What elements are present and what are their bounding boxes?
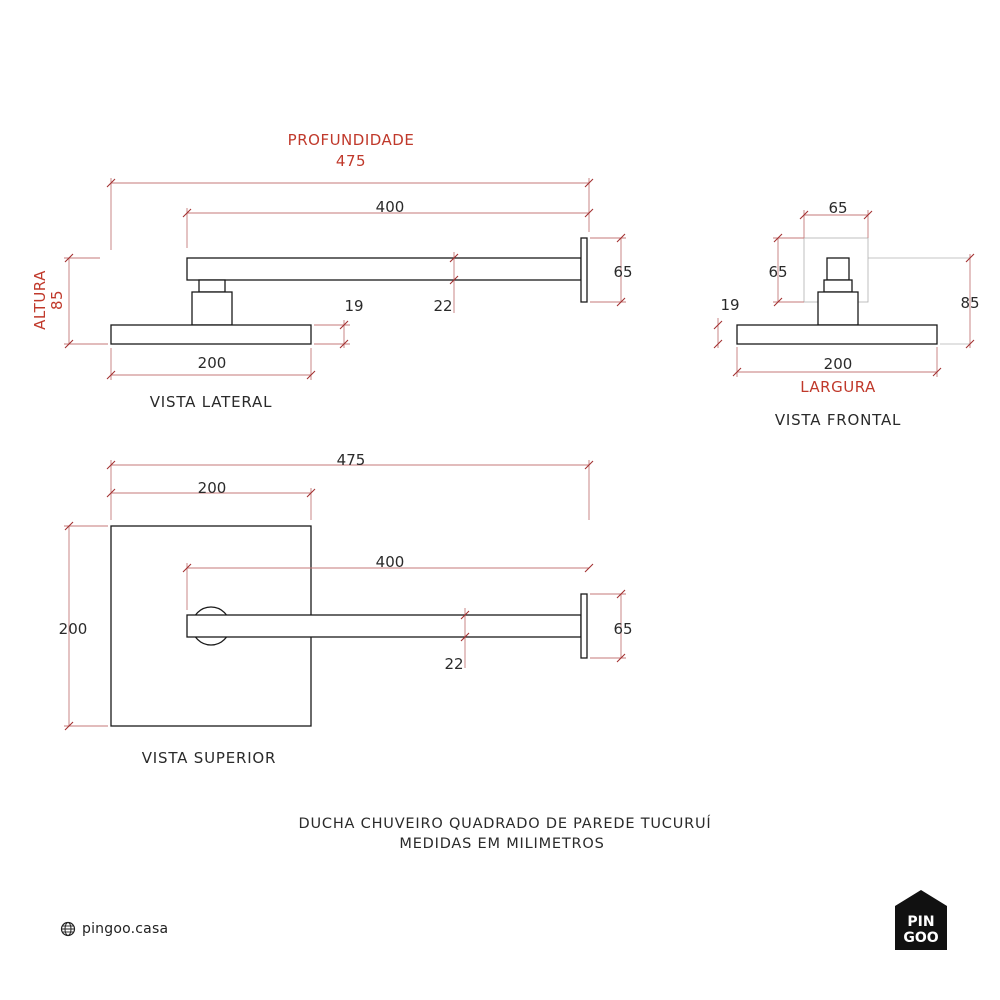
- drawing-units: MEDIDAS EM MILIMETROS: [399, 836, 604, 852]
- drawing-title: DUCHA CHUVEIRO QUADRADO DE PAREDE TUCURU…: [299, 815, 712, 832]
- top-flange-height: 65: [613, 620, 632, 638]
- depth-label: PROFUNDIDADE: [288, 131, 415, 149]
- front-view: 65 65 19 85 200 LARGURA VISTA FRONTAL: [713, 199, 980, 429]
- top-arm-length: 400: [376, 553, 405, 571]
- top-wall-flange: [580, 593, 588, 659]
- side-arm-length: 400: [376, 198, 405, 216]
- front-plate-thickness: 19: [720, 296, 739, 314]
- top-view: 475 200 400 22 65: [59, 451, 633, 767]
- front-view-title: VISTA FRONTAL: [775, 411, 901, 429]
- website-text: pingoo.casa: [82, 921, 169, 937]
- front-ball-joint: [823, 279, 853, 293]
- globe-icon: [60, 921, 76, 937]
- side-view-title: VISTA LATERAL: [150, 393, 273, 411]
- front-shower-plate: [736, 324, 938, 345]
- pingoo-logo: PIN GOO: [895, 890, 947, 950]
- logo-text-top: PIN: [907, 914, 934, 930]
- top-total-depth: 475: [337, 451, 366, 469]
- top-view-title: VISTA SUPERIOR: [142, 749, 277, 767]
- side-arm-diameter: 22: [433, 297, 452, 315]
- side-arm: [186, 257, 582, 281]
- side-connector: [191, 291, 233, 326]
- depth-value: 475: [336, 152, 366, 170]
- front-arm-section: [826, 257, 850, 281]
- side-view: PROFUNDIDADE 475 400 22 65 19: [31, 131, 633, 411]
- front-width: 200: [824, 355, 853, 373]
- front-flange-width: 65: [828, 199, 847, 217]
- front-total-height: 85: [960, 294, 979, 312]
- top-plate-width: 200: [198, 479, 227, 497]
- front-flange-height: 65: [768, 263, 787, 281]
- side-base-width: 200: [198, 354, 227, 372]
- width-label: LARGURA: [800, 378, 876, 396]
- height-value: 85: [48, 290, 66, 310]
- top-arm: [186, 614, 582, 638]
- top-arm-diameter: 22: [444, 655, 463, 673]
- side-wall-flange: [580, 237, 588, 303]
- website-link[interactable]: pingoo.casa: [60, 921, 168, 937]
- height-label: ALTURA: [31, 270, 49, 330]
- logo-text-bottom: GOO: [903, 930, 938, 946]
- side-ball-joint: [198, 279, 226, 293]
- side-flange-height: 65: [613, 263, 632, 281]
- top-plate-depth: 200: [59, 620, 88, 638]
- side-plate-thickness: 19: [344, 297, 363, 315]
- front-connector: [817, 291, 859, 326]
- side-shower-plate: [110, 324, 312, 345]
